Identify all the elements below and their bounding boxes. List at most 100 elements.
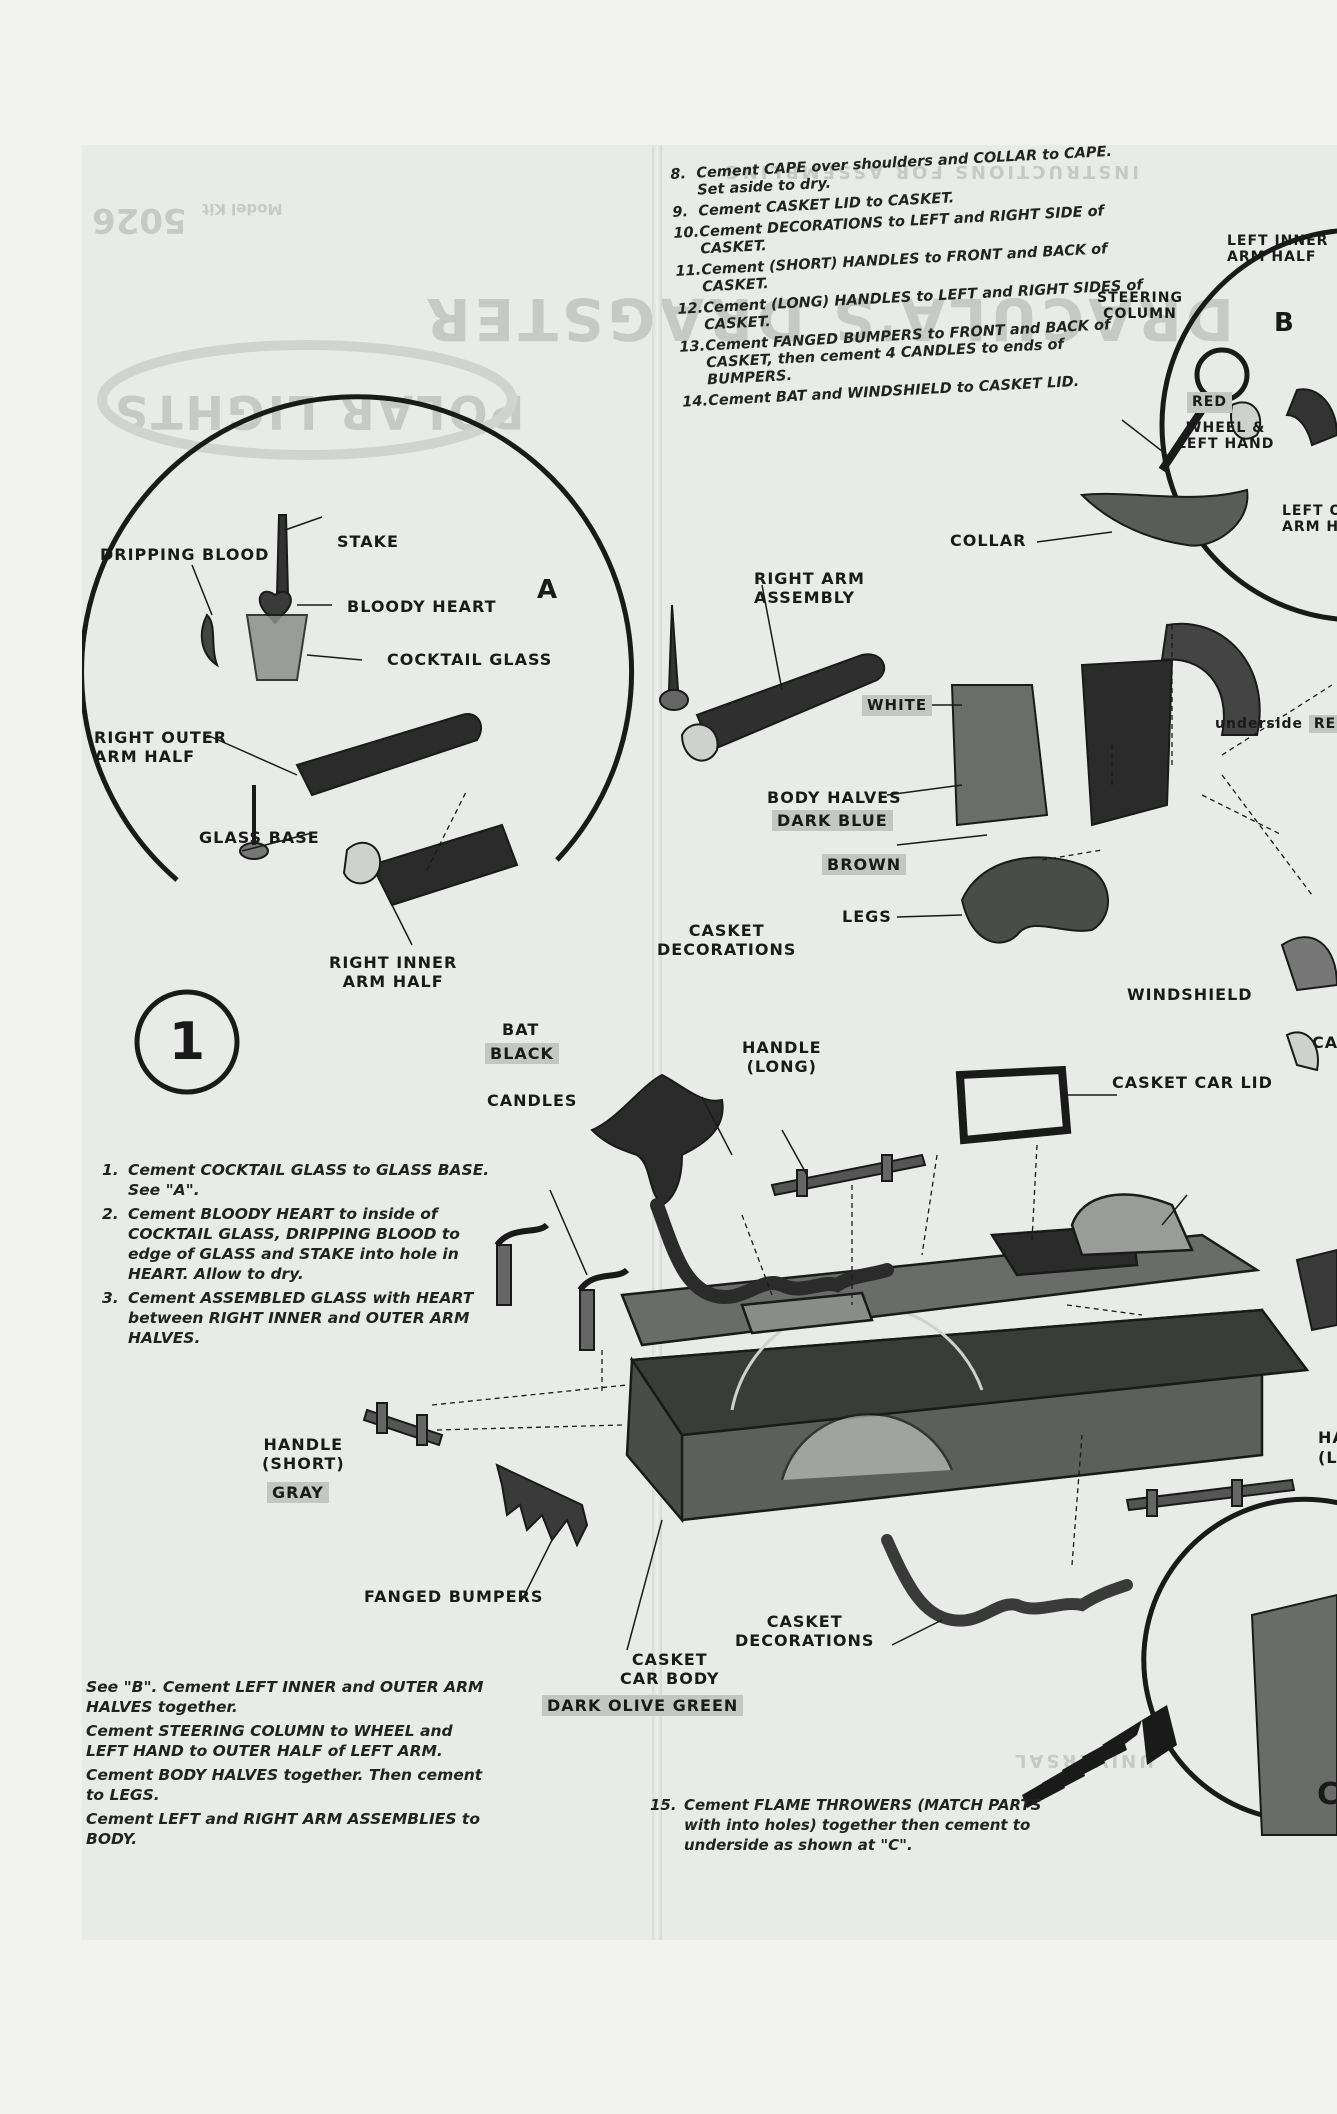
label-b-red: RED — [1187, 392, 1232, 413]
leader-casket-decorations-bottom — [891, 1619, 943, 1646]
instruction-step: 7.Cement LEFT and RIGHT ARM ASSEMBLIES t… — [86, 1810, 480, 1848]
casket-decoration-top-shape — [650, 1198, 894, 1304]
leader-casket-decorations-top — [701, 1096, 733, 1156]
right-outer-arm-shape — [295, 713, 482, 797]
bat-icon — [590, 1073, 724, 1207]
label-underside-red: RED — [1308, 715, 1337, 733]
dripping-blood-shape — [200, 613, 219, 668]
leader-casket-car-lid — [1161, 1194, 1188, 1226]
label-steering-column: STEERING COLUMN — [1097, 290, 1183, 322]
leader-candles — [549, 1189, 588, 1276]
assembly-guides — [426, 625, 1333, 1566]
label-right-arm-assembly: RIGHT ARM ASSEMBLY — [754, 569, 865, 607]
right-arm-assembly-shape — [659, 604, 886, 762]
instruction-step: 4.See "B". Cement LEFT INNER and OUTER A… — [86, 1678, 484, 1716]
instruction-step: 3.Cement ASSEMBLED GLASS with HEART betw… — [102, 1289, 474, 1347]
label-dark-olive-green: DARK OLIVE GREEN — [542, 1695, 744, 1716]
instructions-left-bottom: 4.See "B". Cement LEFT INNER and OUTER A… — [82, 1677, 485, 1853]
assembly-illustration — [82, 228, 1337, 1836]
handle-short-shape — [362, 1402, 444, 1447]
label-glass-base: GLASS BASE — [199, 828, 320, 847]
label-edge-c: CA — [1312, 1033, 1337, 1052]
label-edge-l: (L — [1318, 1448, 1337, 1467]
right-hand-shape — [342, 841, 382, 885]
leader-legs — [896, 914, 963, 918]
instruction-sheet: Model Kit 5026 POLAR LIGHTS DRACULA'S DR… — [82, 145, 1337, 1940]
leader-outer-arm — [206, 734, 298, 776]
candle-icon — [494, 1222, 630, 1351]
label-white: WHITE — [862, 695, 933, 716]
label-dripping-blood: DRIPPING BLOOD — [100, 545, 270, 564]
casket-lid-shape — [620, 1193, 1261, 1347]
legs-shape — [960, 856, 1109, 944]
label-candles: CANDLES — [487, 1091, 578, 1110]
inset-a-parts — [200, 514, 519, 907]
handle-long-shape — [770, 1153, 927, 1197]
step-badge-circle — [134, 989, 240, 1095]
leader-stake — [284, 516, 323, 531]
inset-c-arc — [1141, 1496, 1337, 1818]
heart-icon — [258, 590, 292, 625]
label-windshield: WINDSHIELD — [1127, 985, 1253, 1004]
label-collar: COLLAR — [950, 531, 1027, 550]
label-gray: GRAY — [267, 1482, 329, 1503]
instructions-left-top: 1.Cement COCKTAIL GLASS to GLASS BASE. S… — [102, 1160, 507, 1352]
label-left-outer-arm-half: LEFT OU ARM HA — [1282, 503, 1337, 535]
label-black: BLACK — [485, 1043, 559, 1064]
label-fanged-bumpers: FANGED BUMPERS — [364, 1587, 544, 1606]
label-wheel-left-hand: WHEEL & LEFT HAND — [1177, 420, 1275, 452]
leader-handle-long — [781, 1129, 808, 1176]
arrow-icon — [1022, 1705, 1177, 1808]
label-cocktail-glass: COCKTAIL GLASS — [387, 650, 553, 669]
right-inner-arm-shape — [370, 823, 519, 907]
instruction-step: 2.Cement BLOODY HEART to inside of COCKT… — [102, 1205, 460, 1283]
fanged-bumpers-shape — [495, 1463, 589, 1548]
label-bloody-heart: BLOODY HEART — [347, 597, 497, 616]
label-body-halves: BODY HALVES — [767, 788, 902, 807]
casket-decoration-bottom-shape — [881, 1534, 1133, 1627]
label-edge-c2: C — [1317, 1777, 1337, 1812]
label-casket-car-lid: CASKET CAR LID — [1112, 1073, 1273, 1092]
label-handle-long: HANDLE (LONG) — [742, 1038, 822, 1076]
cocktail-glass-shape — [245, 614, 309, 681]
leader-brown — [896, 834, 988, 846]
collar-shape — [1079, 488, 1249, 547]
instruction-15: 15.Cement FLAME THROWERS (MATCH PARTS wi… — [650, 1795, 1070, 1859]
label-right-outer-arm-half: RIGHT OUTER ARM HALF — [94, 728, 228, 766]
inset-b-letter: B — [1274, 308, 1294, 338]
stake-shape — [275, 514, 290, 596]
inset-a-circle — [82, 394, 635, 882]
instructions-right-top: 8.Cement CAPE over shoulders and COLLAR … — [670, 145, 1152, 416]
label-bat: BAT — [502, 1020, 540, 1039]
leader-dripping-blood — [191, 564, 213, 616]
instruction-step: 1.Cement COCKTAIL GLASS to GLASS BASE. S… — [102, 1161, 490, 1199]
casket-body-shape — [625, 1302, 1310, 1524]
label-casket-decorations-top: CASKET DECORATIONS — [657, 921, 797, 959]
ghost-brand-oval — [97, 340, 517, 460]
underside-text: underside — [1215, 716, 1304, 732]
leader-right-arm-assembly — [761, 584, 783, 691]
step-badge: 1 — [168, 1012, 206, 1072]
leader-body-halves — [886, 784, 963, 796]
label-left-inner-arm-half: LEFT INNER ARM HALF — [1227, 233, 1329, 265]
inset-b-circle — [1159, 228, 1337, 622]
leader-glass-base — [241, 832, 313, 852]
label-casket-decorations-bottom: CASKET DECORATIONS — [735, 1612, 875, 1650]
windshield-shape — [955, 1065, 1072, 1145]
leader-collar — [1036, 531, 1113, 543]
label-edge-h: HA — [1318, 1428, 1337, 1447]
label-underside: underside RED — [1215, 715, 1337, 734]
leader-steering-column — [1121, 419, 1168, 456]
label-legs: LEGS — [842, 907, 892, 926]
body-halves-shape — [950, 622, 1261, 827]
label-stake: STAKE — [337, 532, 399, 551]
center-fold — [652, 145, 662, 1940]
right-edge-parts — [1250, 936, 1337, 1836]
leader-inner-arm — [386, 894, 413, 946]
instruction-step: 6.Cement BODY HALVES together. Then ceme… — [86, 1766, 483, 1804]
leader-fanged-bumpers — [521, 1539, 553, 1601]
leader-casket-car-body — [626, 1519, 663, 1651]
label-right-inner-arm-half: RIGHT INNER ARM HALF — [329, 953, 458, 991]
label-handle-short: HANDLE (SHORT) — [262, 1435, 345, 1473]
inset-a-letter: A — [537, 575, 558, 605]
